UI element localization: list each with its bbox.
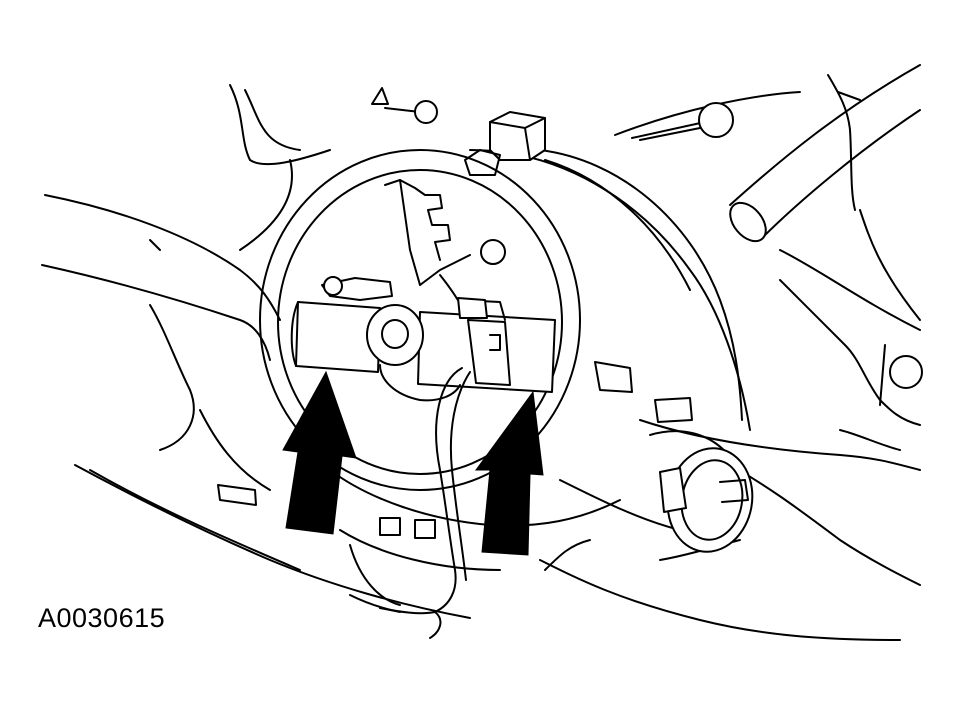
arrow-up-icon — [282, 370, 357, 535]
arrow-up-icon — [475, 390, 544, 556]
figure-id-label: A0030615 — [38, 603, 166, 633]
electrical-connector — [649, 397, 754, 553]
wire-harness — [349, 367, 471, 639]
retainer-clips — [321, 276, 633, 393]
sensor-shaft — [290, 297, 556, 402]
direction-arrows — [282, 370, 544, 556]
retaining-pins — [371, 87, 923, 406]
wiring-conduit — [729, 64, 921, 243]
housing-slots — [149, 239, 257, 506]
steering-column-housing — [41, 74, 921, 641]
locking-tab — [464, 111, 546, 176]
